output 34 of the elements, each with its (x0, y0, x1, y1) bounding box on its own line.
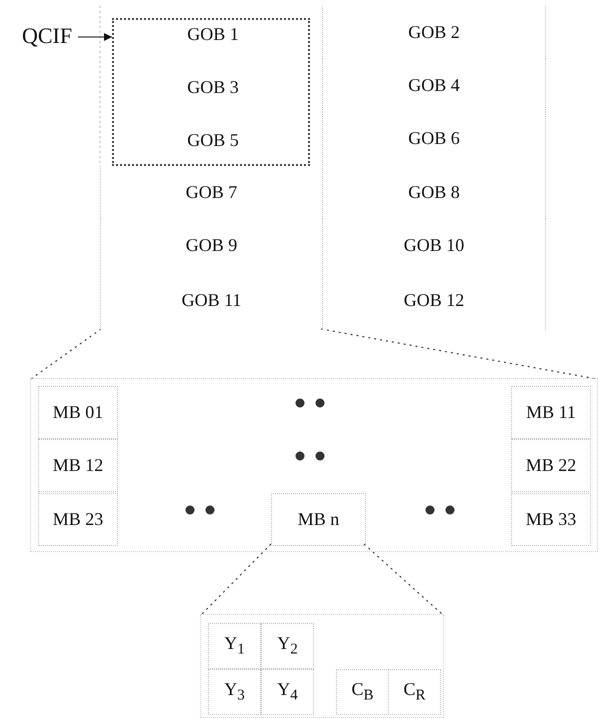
projection-line (364, 544, 444, 616)
gob-label: GOB 4 (322, 59, 546, 112)
gob-label: GOB 8 (322, 166, 546, 219)
block-grid (200, 614, 444, 718)
gob-label: GOB 6 (322, 112, 546, 165)
block-label: Y$_{2}$ (261, 623, 314, 669)
projection-line (320, 328, 598, 380)
projection-line (200, 544, 272, 616)
projection-line (30, 328, 102, 380)
macroblock-label: MB n (271, 493, 366, 546)
qcif-label: QCIF (8, 18, 86, 54)
macroblock-label: MB 33 (511, 493, 591, 546)
gob-label: GOB 11 (100, 271, 323, 330)
qcif-region-box (112, 18, 310, 166)
arrow (78, 33, 112, 41)
macroblock-grid (30, 378, 598, 552)
gob-label: GOB 10 (322, 219, 546, 272)
gob-label: GOB 3 (158, 71, 268, 103)
gob-label: GOB 12 (322, 271, 546, 330)
block-label: C$_{R}$ (388, 669, 441, 715)
macroblock-label: MB 11 (511, 386, 591, 439)
block-label: Y$_{4}$ (261, 669, 314, 715)
block-label: Y$_{1}$ (208, 623, 261, 669)
gob-label: GOB 2 (322, 6, 546, 59)
block-label: Y$_{3}$ (208, 669, 261, 715)
gob-label: GOB 7 (100, 166, 323, 219)
macroblock-label: MB 01 (38, 386, 118, 439)
macroblock-label: MB 12 (38, 439, 118, 492)
gob-label: GOB 9 (100, 219, 323, 272)
macroblock-label: MB 23 (38, 493, 118, 546)
gob-label: GOB 1 (158, 18, 268, 50)
gob-label: GOB 5 (158, 124, 268, 156)
block-label: C$_{B}$ (336, 669, 389, 715)
macroblock-label: MB 22 (511, 439, 591, 492)
